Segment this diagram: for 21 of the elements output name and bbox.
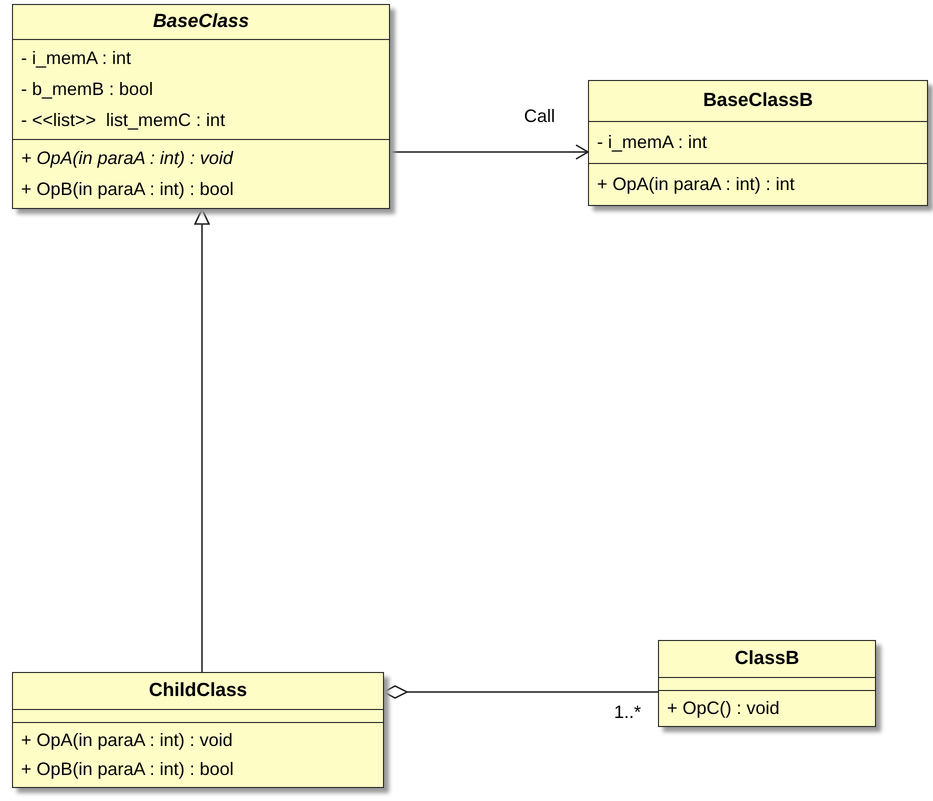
attribute-row-text: - i_memA : int bbox=[596, 131, 708, 154]
inheritance-arrow bbox=[194, 208, 210, 672]
arrow bbox=[390, 144, 589, 160]
operation-row-text: + OpB(in paraA : int) : bool bbox=[20, 178, 235, 201]
attribute-row-text: - <<list>> list_memC : int bbox=[20, 109, 226, 132]
class-box bbox=[588, 80, 928, 206]
class-box bbox=[12, 4, 390, 209]
operation-row-text: + OpB(in paraA : int) : bool bbox=[20, 758, 235, 781]
class-name: ChildClass bbox=[148, 680, 248, 702]
operation-row-text: + OpA(in paraA : int) : void bbox=[20, 147, 234, 170]
attribute-row-text: - i_memA : int bbox=[20, 47, 132, 70]
aggregation-line bbox=[383, 685, 658, 699]
operation-row-text: + OpA(in paraA : int) : int bbox=[596, 173, 796, 196]
operation-row-text: + OpA(in paraA : int) : void bbox=[20, 729, 234, 752]
class-name: ClassB bbox=[734, 648, 800, 670]
class-box bbox=[658, 640, 876, 727]
class-name: BaseClass bbox=[152, 11, 250, 33]
operation-row-text: + OpC() : void bbox=[666, 697, 781, 720]
class-name: BaseClassB bbox=[703, 90, 813, 112]
class-box bbox=[12, 672, 384, 788]
attribute-row-text: - b_memB : bool bbox=[20, 78, 154, 101]
